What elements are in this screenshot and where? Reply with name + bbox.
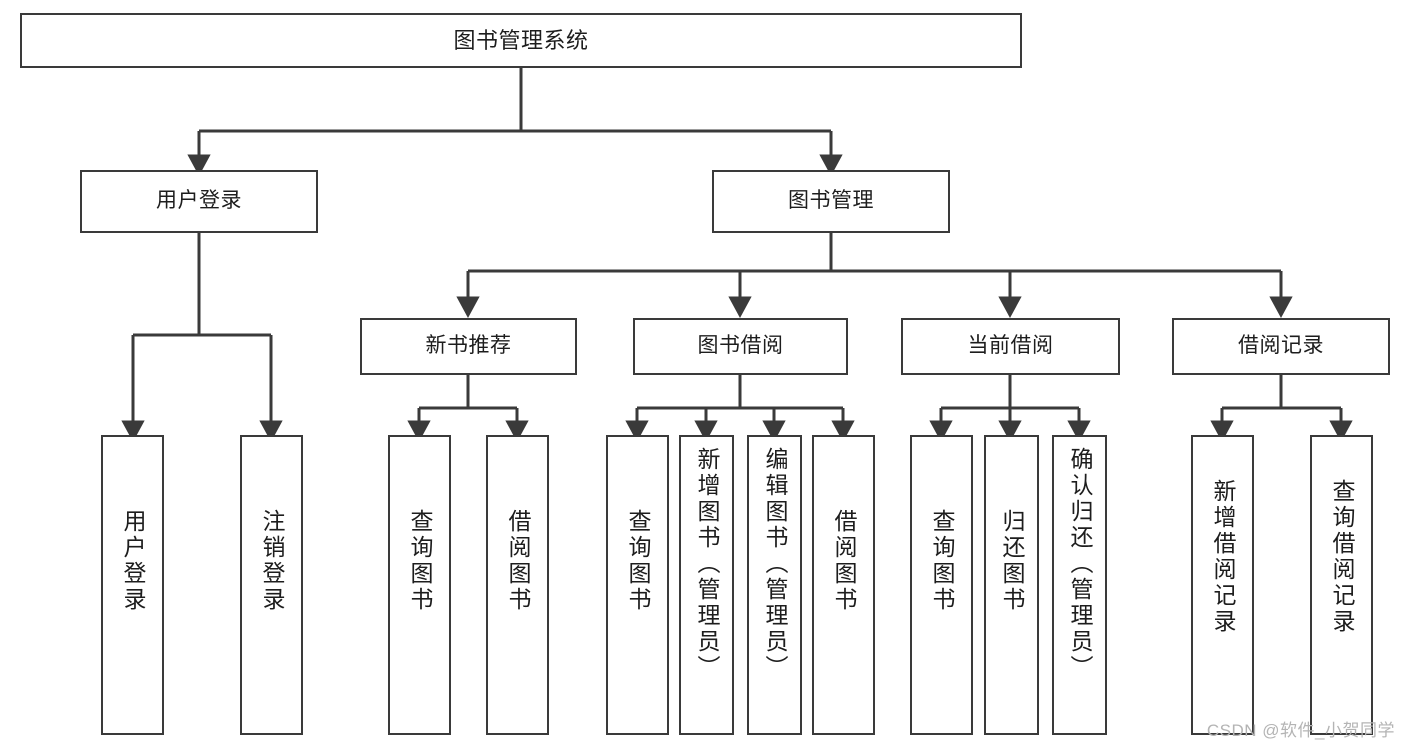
node-book-management-system[interactable]: 图书管理系统 — [20, 13, 1022, 68]
node-label: 查询图书 — [625, 509, 651, 613]
leaf-add-book[interactable]: 新增图书（管理员） — [679, 435, 734, 735]
leaf-confirm-return[interactable]: 确认归还（管理员） — [1052, 435, 1107, 735]
leaf-user-login[interactable]: 用户登录 — [101, 435, 164, 735]
node-label: 编辑图书（管理员） — [762, 447, 788, 681]
node-label: 归还图书 — [999, 509, 1025, 613]
leaf-logout-login[interactable]: 注销登录 — [240, 435, 303, 735]
node-label: 查询图书 — [929, 509, 955, 613]
leaf-borrow-book-2[interactable]: 借阅图书 — [812, 435, 875, 735]
node-label: 当前借阅 — [967, 334, 1054, 358]
node-current-borrow[interactable]: 当前借阅 — [901, 318, 1120, 375]
node-label: 图书管理系统 — [453, 27, 589, 53]
leaf-edit-book[interactable]: 编辑图书（管理员） — [747, 435, 802, 735]
node-label: 借阅记录 — [1238, 334, 1324, 358]
node-new-book-recommend[interactable]: 新书推荐 — [360, 318, 577, 375]
node-label: 图书借阅 — [697, 334, 784, 358]
leaf-borrow-book-1[interactable]: 借阅图书 — [486, 435, 549, 735]
node-label: 借阅图书 — [831, 509, 857, 613]
node-label: 确认归还（管理员） — [1067, 447, 1093, 681]
node-label: 图书管理 — [788, 189, 874, 213]
leaf-return-book[interactable]: 归还图书 — [984, 435, 1039, 735]
node-user-login[interactable]: 用户登录 — [80, 170, 318, 233]
node-book-management[interactable]: 图书管理 — [712, 170, 950, 233]
node-label: 用户登录 — [120, 509, 146, 613]
leaf-query-record[interactable]: 查询借阅记录 — [1310, 435, 1373, 735]
node-label: 新增图书（管理员） — [694, 447, 720, 681]
node-label: 新增借阅记录 — [1210, 479, 1236, 635]
leaf-add-record[interactable]: 新增借阅记录 — [1191, 435, 1254, 735]
leaf-query-book-3[interactable]: 查询图书 — [910, 435, 973, 735]
leaf-query-book-2[interactable]: 查询图书 — [606, 435, 669, 735]
node-label: 查询图书 — [407, 509, 433, 613]
node-label: 查询借阅记录 — [1329, 479, 1355, 635]
node-borrow-record[interactable]: 借阅记录 — [1172, 318, 1390, 375]
leaf-query-book-1[interactable]: 查询图书 — [388, 435, 451, 735]
node-label: 新书推荐 — [425, 334, 512, 358]
node-label: 借阅图书 — [505, 509, 531, 613]
node-book-borrow[interactable]: 图书借阅 — [633, 318, 848, 375]
watermark: CSDN @软件_小贺同学 — [1206, 721, 1395, 740]
node-label: 用户登录 — [156, 189, 242, 213]
node-label: 注销登录 — [259, 509, 285, 613]
